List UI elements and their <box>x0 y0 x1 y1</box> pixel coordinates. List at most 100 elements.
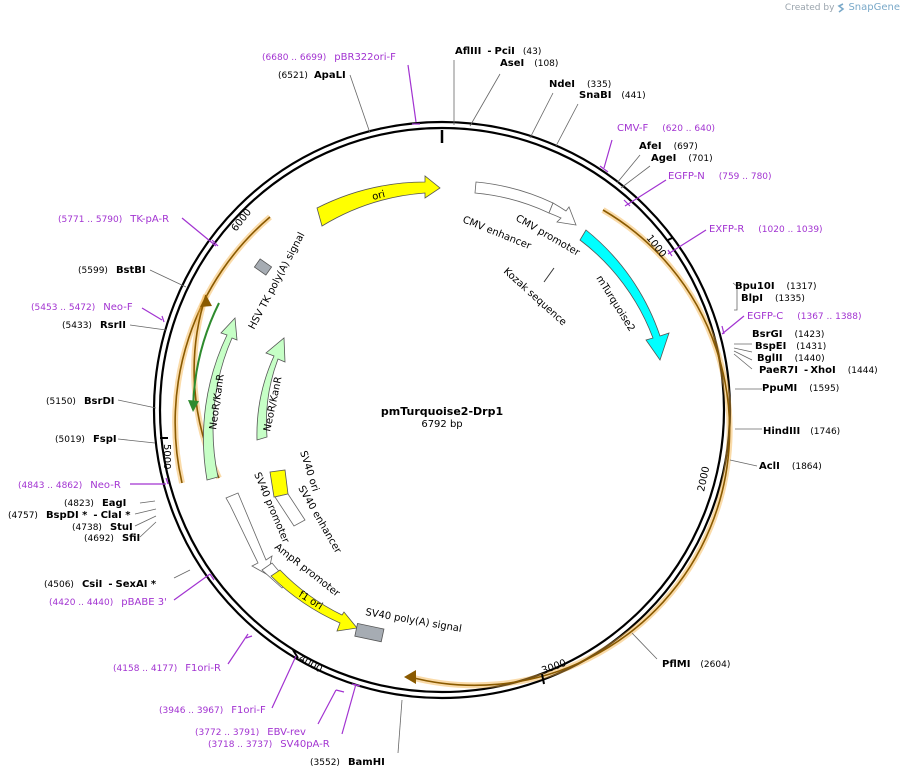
primer-neor-pos: (4843 .. 4862) <box>18 481 82 491</box>
primer-pbr322: pBR322ori-F <box>334 52 396 63</box>
primer-f1orir: F1ori-R <box>185 663 221 674</box>
site-ppumi-pos: (1595) <box>809 384 839 394</box>
primer-neof: Neo-F <box>103 302 133 313</box>
neokanr-inner-arrow <box>256 337 286 441</box>
svg-text:(5433)RsrII: (5433)RsrII <box>62 320 126 331</box>
site-pcii: PciI <box>494 46 514 57</box>
orf-main-arrowhead <box>404 670 416 684</box>
site-acli: AclI <box>759 461 780 472</box>
sv40-ori-box <box>269 469 289 498</box>
svg-text:AseI(108): AseI(108) <box>500 58 558 69</box>
svg-text:(3946 .. 3967)F1ori-F: (3946 .. 3967)F1ori-F <box>159 705 266 716</box>
primer-ebvrev-pos: (3772 .. 3791) <box>195 728 259 738</box>
svg-text:(6680 .. 6699)pBR322ori-F: (6680 .. 6699) pBR322ori-F <box>262 52 396 63</box>
site-paer7i: PaeR7I <box>759 365 798 376</box>
neokanr-outer-arrow <box>203 317 238 481</box>
site-bstbi: BstBI <box>116 265 146 276</box>
orf-arcs <box>172 207 733 689</box>
svg-text:AclI(1864): AclI(1864) <box>759 461 822 472</box>
svg-text:(3772 .. 3791)EBV-rev: (3772 .. 3791) EBV-rev <box>195 727 306 738</box>
orf-green-arc <box>192 302 220 411</box>
f1-ori-arrow <box>270 569 358 632</box>
primer-cmvf-pos: (620 .. 640) <box>662 124 715 134</box>
primer-exfpr-pos: (1020 .. 1039) <box>758 225 822 235</box>
site-bstbi-pos: (5599) <box>78 266 108 276</box>
primer-tkpar-pos: (5771 .. 5790) <box>58 215 122 225</box>
site-csii: CsiI <box>82 579 102 590</box>
site-bpu10i-pos: (1317) <box>787 282 817 292</box>
primer-sv40par: SV40pA-R <box>280 739 329 750</box>
svg-text:(4757)BspDI *-ClaI *: (4757)BspDI *-ClaI * <box>8 510 131 521</box>
orf-left2-arrowhead <box>200 295 212 307</box>
svg-text:BspEI(1431): BspEI (1431) <box>755 341 826 352</box>
mturquoise2-arrow <box>579 229 670 361</box>
site-xhoi: XhoI <box>810 365 835 376</box>
snapgene-logo-icon <box>837 2 845 13</box>
site-apali-pos: (6521) <box>278 71 308 81</box>
site-apali: ApaLI <box>314 70 346 81</box>
primer-markers <box>130 64 745 735</box>
tick-2000: 2000 <box>696 465 712 492</box>
site-clai: ClaI * <box>101 510 132 521</box>
svg-text:(4692)SfiI: (4692)SfiI <box>84 533 140 544</box>
site-agei-pos: (701) <box>688 154 712 164</box>
site-blpi-pos: (1335) <box>775 294 805 304</box>
site-labels-left: (4506)CsiI-SexAI * (4692)SfiI (4738)StuI… <box>8 265 157 590</box>
svg-text:HindIII(1746): HindIII(1746) <box>763 426 840 437</box>
site-afliii: AflIII <box>455 46 481 57</box>
site-bspdi: BspDI * <box>46 510 88 521</box>
svg-text:EGFP-C(1367 .. 1388): EGFP-C (1367 .. 1388) <box>747 311 862 322</box>
svg-text:(5019)FspI: (5019)FspI <box>55 434 117 445</box>
site-bsrgi: BsrGI <box>752 329 782 340</box>
site-bsrdi-pos: (5150) <box>46 397 76 407</box>
site-dash-2: - <box>804 365 808 376</box>
site-ndei-pos: (335) <box>587 80 611 90</box>
site-bsrdi: BsrDI <box>84 396 115 407</box>
primer-neof-pos: (5453 .. 5472) <box>31 303 95 313</box>
site-snabi-pos: (441) <box>621 91 645 101</box>
leader-lines <box>117 60 762 754</box>
site-bglii-pos: (1440) <box>795 354 825 364</box>
site-dash-3: - <box>108 579 112 590</box>
svg-text:(6521)ApaLI: (6521) ApaLI <box>278 70 346 81</box>
svg-text:AflIII-PciI(43): AflIII-PciI(43) <box>455 46 541 57</box>
svg-text:(3552)BamHI: (3552)BamHI <box>310 757 385 768</box>
kozak-label: Kozak sequence <box>501 266 568 328</box>
site-bspdi-pos: (4757) <box>8 511 38 521</box>
svg-text:(4823)EagI: (4823)EagI <box>64 498 126 509</box>
svg-text:CMV-F(620 .. 640): CMV-F(620 .. 640) <box>617 123 715 134</box>
backbone-outer <box>152 120 732 700</box>
site-asei: AseI <box>500 58 524 69</box>
primer-egfpc-pos: (1367 .. 1388) <box>797 312 861 322</box>
site-bglii: BglII <box>757 353 783 364</box>
site-bsrgi-pos: (1423) <box>794 330 824 340</box>
svg-text:BlpI(1335): BlpI (1335) <box>741 293 805 304</box>
primer-egfpc: EGFP-C <box>747 311 783 322</box>
site-csii-pos: (4506) <box>44 580 74 590</box>
site-bamhi-pos: (3552) <box>310 758 340 768</box>
primer-f1orir-pos: (4158 .. 4177) <box>113 664 177 674</box>
site-bspei-pos: (1431) <box>796 342 826 352</box>
ori-label: ori <box>371 189 386 203</box>
site-xhoi-pos: (1444) <box>848 366 878 376</box>
site-fspi: FspI <box>93 434 117 445</box>
site-snabi: SnaBI <box>579 90 611 101</box>
snapgene-watermark: Created by SnapGene <box>785 2 900 13</box>
primer-pbr322-pos: (6680 .. 6699) <box>262 53 326 63</box>
svg-text:EXFP-R(1020 .. 1039): EXFP-R(1020 .. 1039) <box>709 224 823 235</box>
primer-ebvrev: EBV-rev <box>267 727 306 738</box>
svg-text:(4738)StuI: (4738)StuI <box>72 522 133 533</box>
svg-text:PaeR7I-XhoI(1444): PaeR7I-XhoI (1444) <box>759 365 878 376</box>
site-blpi: BlpI <box>741 293 763 304</box>
site-agei: AgeI <box>651 153 676 164</box>
kozak-marker <box>543 267 555 283</box>
primer-sv40par-pos: (3718 .. 3737) <box>208 740 272 750</box>
primer-tkpar: TK-pA-R <box>129 214 169 225</box>
sv40-polya-box <box>354 622 385 643</box>
site-bspei: BspEI <box>755 341 786 352</box>
sv40-enhancer-arrow <box>274 493 306 527</box>
svg-text:(5150)BsrDI: (5150) BsrDI <box>46 396 114 407</box>
svg-text:AgeI(701): AgeI (701) <box>651 153 713 164</box>
watermark-brand: SnapGene <box>848 2 900 13</box>
svg-text:(4843 .. 4862)Neo-R: (4843 .. 4862)Neo-R <box>18 480 121 491</box>
